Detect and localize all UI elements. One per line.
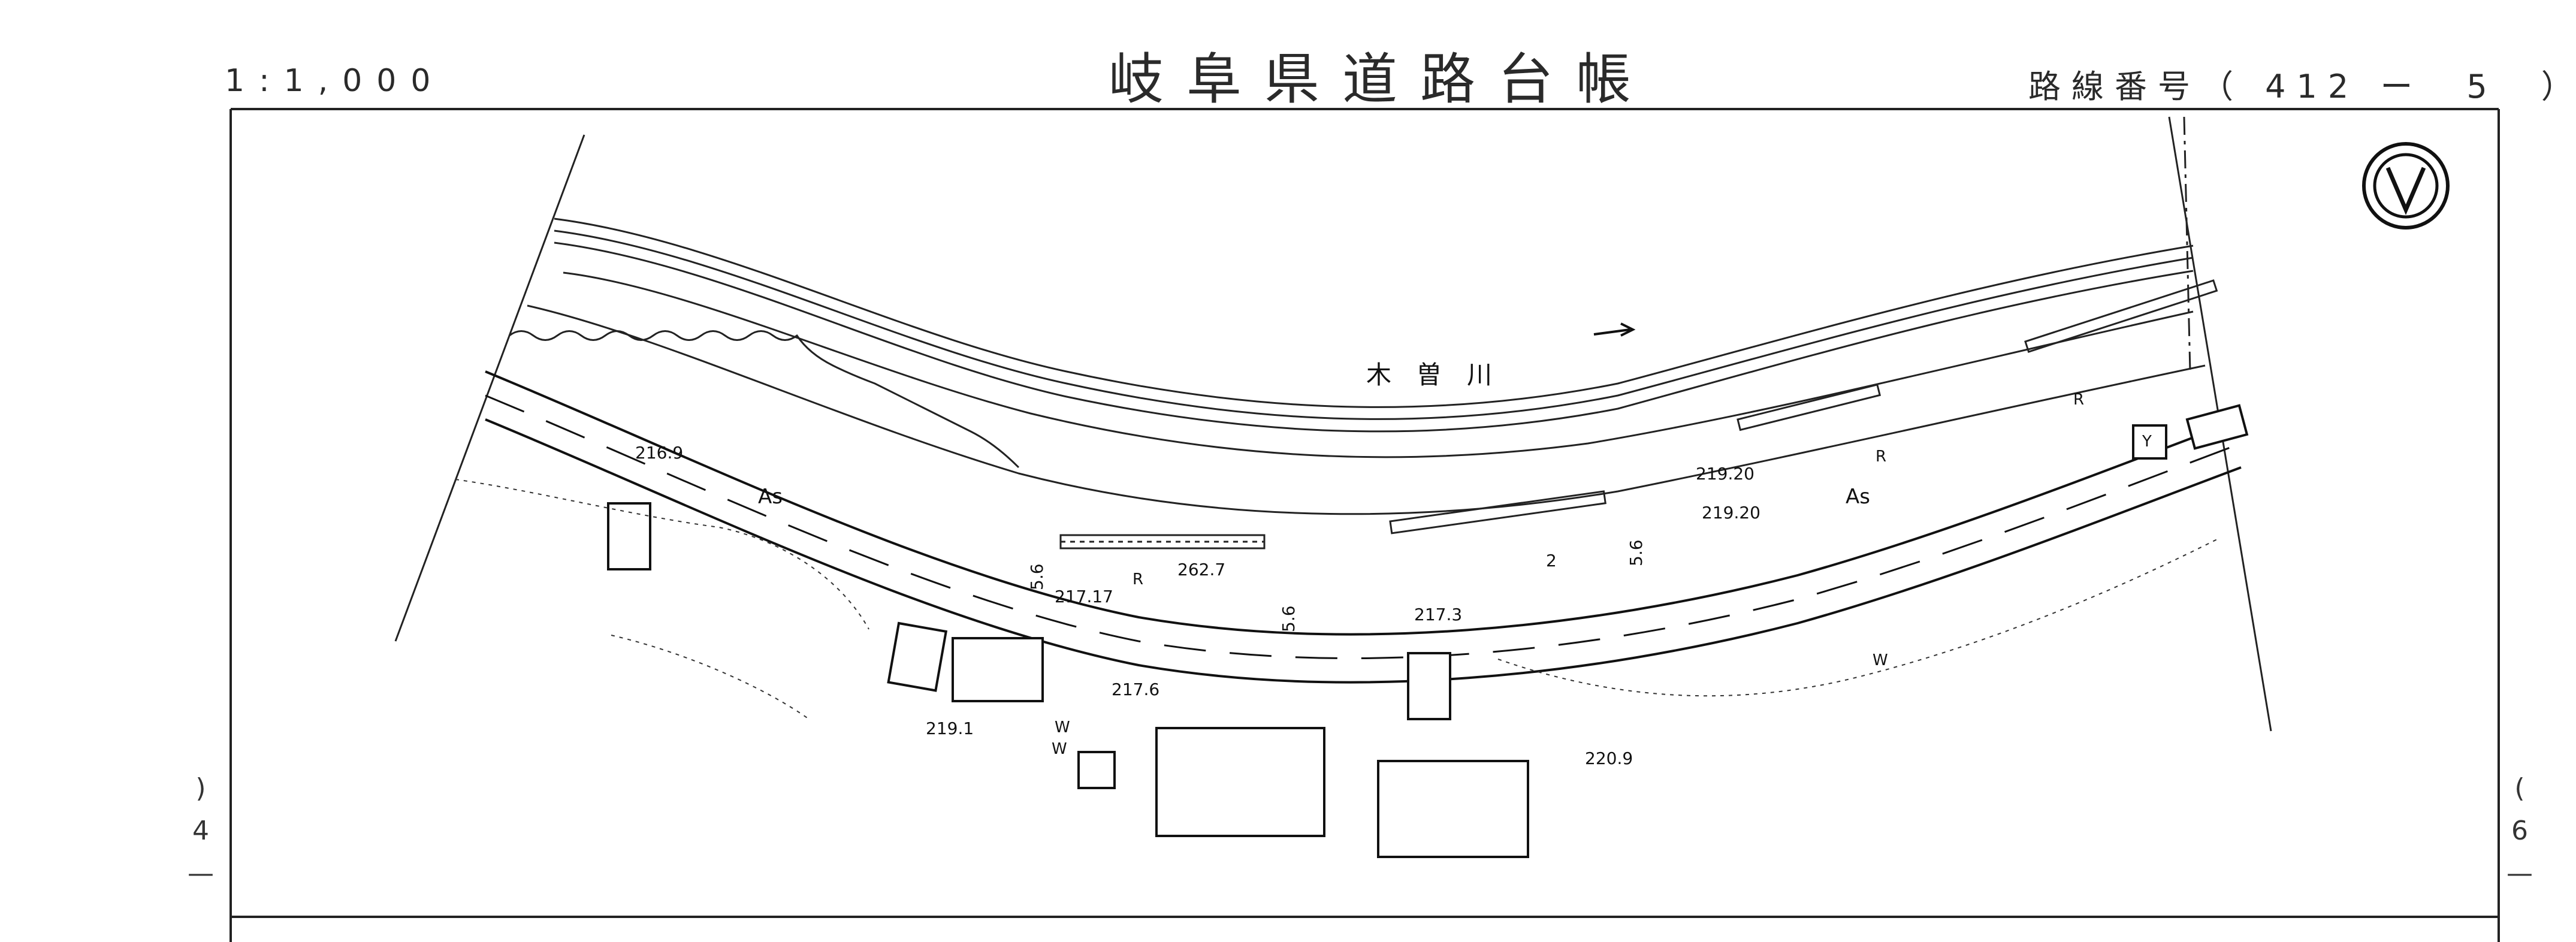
left-dash: — <box>188 858 214 889</box>
left-paren: ) <box>195 773 206 804</box>
revetment-scallop-left <box>509 330 1020 469</box>
building-2 <box>887 621 948 692</box>
building-4 <box>1155 727 1325 837</box>
river-name-label: 木 曽 川 <box>1366 360 1492 390</box>
building-5 <box>1377 760 1529 858</box>
building-1 <box>607 502 651 570</box>
marker-label: R <box>1133 570 1143 588</box>
river-bank-1 <box>554 218 2194 408</box>
left-sheet-index: ) 4 — <box>183 773 219 889</box>
road-surface-label-2: As <box>1846 485 1870 509</box>
elevation-label: 216.9 <box>635 443 683 463</box>
marker-label: W <box>1055 718 1070 736</box>
marker-label: W <box>1873 651 1888 669</box>
boundary-left <box>394 134 585 642</box>
revetment-block-right <box>1737 384 1882 431</box>
right-dash: — <box>2506 858 2533 889</box>
marker-label: W <box>1052 740 1067 758</box>
left-sheet-number: 4 <box>192 816 209 846</box>
parcel-line-3 <box>611 635 810 720</box>
river-lower-bank <box>527 304 2206 515</box>
map-frame <box>229 108 2500 942</box>
road-surface-label-1: As <box>758 485 783 509</box>
elevation-label: 262.7 <box>1177 560 1225 579</box>
width-label: 5.6 <box>1626 539 1646 566</box>
elevation-label: 217.6 <box>1112 680 1159 699</box>
parcel-line-2 <box>1497 539 2218 697</box>
marker-label: R <box>1876 448 1886 466</box>
road-edge-north <box>485 370 2242 636</box>
width-label: 5.6 <box>1279 605 1298 632</box>
building-8 <box>2185 404 2249 450</box>
width-label: 5.6 <box>1027 563 1047 590</box>
width-label: 2 <box>1546 551 1557 570</box>
elevation-label: 219.20 <box>1702 503 1760 523</box>
river-bank-3 <box>554 241 2194 433</box>
elevation-label: 217.3 <box>1414 605 1462 624</box>
building-6 <box>1407 652 1451 720</box>
revetment-block-far-right <box>2024 279 2218 354</box>
building-9 <box>1077 751 1116 789</box>
right-paren: ( <box>2514 773 2525 804</box>
road-edge-south <box>485 418 2242 684</box>
river-bank-2 <box>554 230 2194 420</box>
right-sheet-index: ( 6 — <box>2502 773 2538 889</box>
revetment-block-mid <box>1389 490 1606 535</box>
elevation-label: 219.20 <box>1696 464 1754 484</box>
parcel-boundaries <box>455 479 2218 720</box>
building-3 <box>952 637 1044 702</box>
building-7 <box>2132 424 2167 460</box>
marker-label: Y <box>2142 433 2152 451</box>
elevation-label: 217.17 <box>1055 587 1113 606</box>
parcel-line-1 <box>455 479 869 630</box>
elevation-label: 219.1 <box>926 718 974 738</box>
road-centerline <box>485 394 2242 660</box>
map-scale: 1:1,000 <box>225 63 445 99</box>
boundary-right-dash <box>2183 116 2191 372</box>
sheet-boundaries <box>394 116 2272 732</box>
page-title: 岐阜県道路台帳 <box>1109 47 1654 111</box>
marker-label: R <box>2073 391 2084 409</box>
buildings <box>607 404 2249 858</box>
elevation-label: 220.9 <box>1585 748 1633 768</box>
route-number: 路線番号（ 412 ー 5 ） <box>2028 68 2576 105</box>
north-arrow-icon <box>2362 142 2450 230</box>
flow-arrow-icon <box>1593 322 1636 337</box>
revetment <box>509 279 2218 550</box>
right-sheet-number: 6 <box>2511 816 2528 846</box>
